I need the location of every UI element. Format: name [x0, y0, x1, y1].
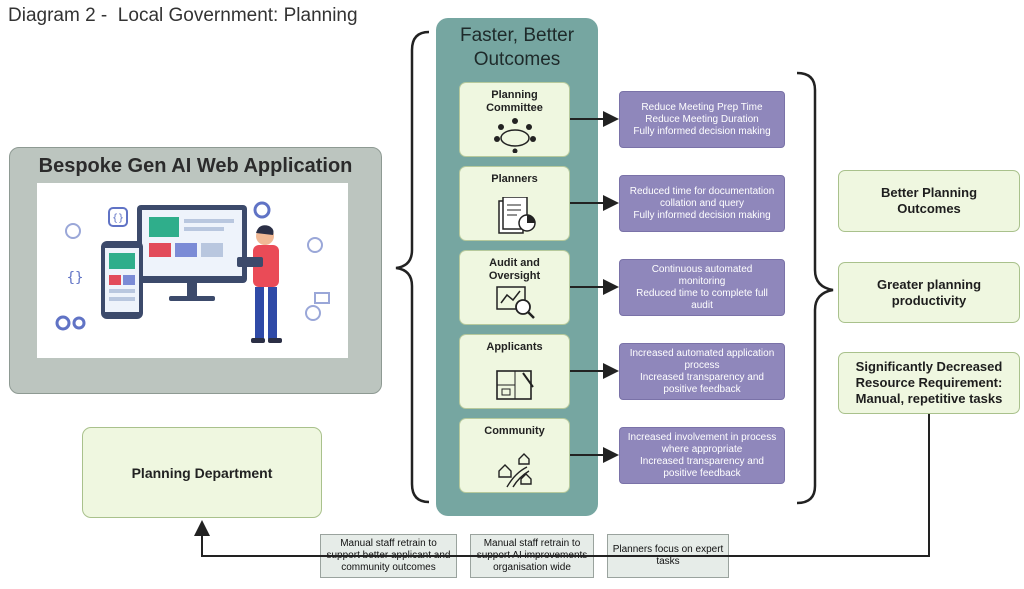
svg-text:{}: {}	[67, 270, 84, 286]
meeting-table-icon	[494, 118, 536, 153]
result-line: Manual, repetitive tasks	[855, 391, 1003, 406]
planning-department-box: Planning Department	[82, 427, 322, 518]
outcome-line: Reduce Meeting Prep Time	[641, 101, 763, 113]
step-line: community outcomes	[341, 562, 436, 573]
step-line: Planners focus on expert	[612, 544, 724, 555]
outcome-line: Reduce Meeting Duration	[645, 113, 759, 125]
stake-label-line: Oversight	[488, 270, 541, 282]
outcome-line: Increased transparency and	[640, 455, 764, 467]
result-line: Significantly Decreased	[855, 359, 1003, 374]
app-illustration: {} {}	[37, 183, 348, 358]
outcome-line: collation and query	[660, 197, 744, 209]
stakeholder-community: Community	[459, 418, 570, 493]
developer-illustration-icon: {} {}	[55, 201, 330, 343]
step-line: tasks	[656, 556, 680, 567]
result-line: productivity	[891, 292, 967, 308]
step-line: Manual staff retrain to	[340, 538, 437, 549]
magnifier-chart-icon	[496, 286, 535, 319]
houses-road-icon	[498, 453, 532, 488]
outcome-line: process	[684, 359, 720, 371]
stakeholder-planners: Planners	[459, 166, 570, 241]
outcome-line: Increased involvement in process	[627, 431, 777, 443]
svg-text:{}: {}	[112, 213, 124, 224]
outcome-line: monitoring	[678, 275, 726, 287]
result-line: Resource Requirement:	[855, 375, 1003, 390]
outcome-box: Continuous automated monitoring Reduced …	[619, 259, 785, 316]
left-brace	[395, 30, 430, 504]
documents-chart-icon	[498, 197, 536, 234]
stake-label-line: Committee	[486, 102, 543, 114]
outcome-box: Reduced time for documentation collation…	[619, 175, 785, 232]
outcome-line: where appropriate	[661, 443, 743, 455]
stake-label-line: Planners	[491, 173, 538, 185]
diagram-title: Diagram 2 - Local Government: Planning	[8, 5, 358, 26]
step-line: organisation wide	[493, 562, 571, 573]
outcome-line: Increased transparency and	[640, 371, 764, 383]
outcome-line: Continuous automated	[651, 263, 753, 275]
outcome-line: positive feedback	[663, 467, 741, 479]
app-title: Bespoke Gen AI Web Application	[38, 155, 353, 177]
result-box: Better Planning Outcomes	[838, 170, 1020, 232]
stake-label-line: Planning	[491, 89, 538, 101]
panel-title-line1: Faster, Better	[459, 25, 575, 46]
stake-label-line: Community	[484, 425, 545, 437]
result-box: Significantly Decreased Resource Require…	[838, 352, 1020, 414]
blueprint-icon	[496, 370, 534, 400]
outcome-line: audit	[691, 299, 713, 311]
result-line: Outcomes	[897, 201, 961, 216]
step-line: Manual staff retrain to	[483, 538, 581, 549]
outcome-line: positive feedback	[663, 383, 741, 395]
result-box: Greater planning productivity	[838, 262, 1020, 323]
stakeholder-applicants: Applicants	[459, 334, 570, 409]
outcome-box: Increased involvement in process where a…	[619, 427, 785, 484]
outcome-line: Reduced time for documentation	[629, 185, 775, 197]
result-line: Greater planning	[876, 276, 982, 292]
outcome-line: Fully informed decision making	[633, 209, 771, 221]
outcome-line: Increased automated application	[629, 347, 775, 359]
panel-title-line2: Outcomes	[473, 49, 561, 70]
right-brace	[796, 71, 834, 505]
stake-label-line: Applicants	[486, 341, 543, 353]
panel-title: Faster, Better Outcomes	[436, 24, 598, 72]
outcome-line: Reduced time to complete full	[636, 287, 768, 299]
outcome-box: Reduce Meeting Prep Time Reduce Meeting …	[619, 91, 785, 148]
outcome-line: Fully informed decision making	[633, 125, 771, 137]
outcome-box: Increased automated application process …	[619, 343, 785, 400]
result-line: Better Planning	[880, 185, 978, 200]
stake-label-line: Audit and	[489, 257, 540, 269]
feedback-loop-line	[194, 414, 930, 557]
